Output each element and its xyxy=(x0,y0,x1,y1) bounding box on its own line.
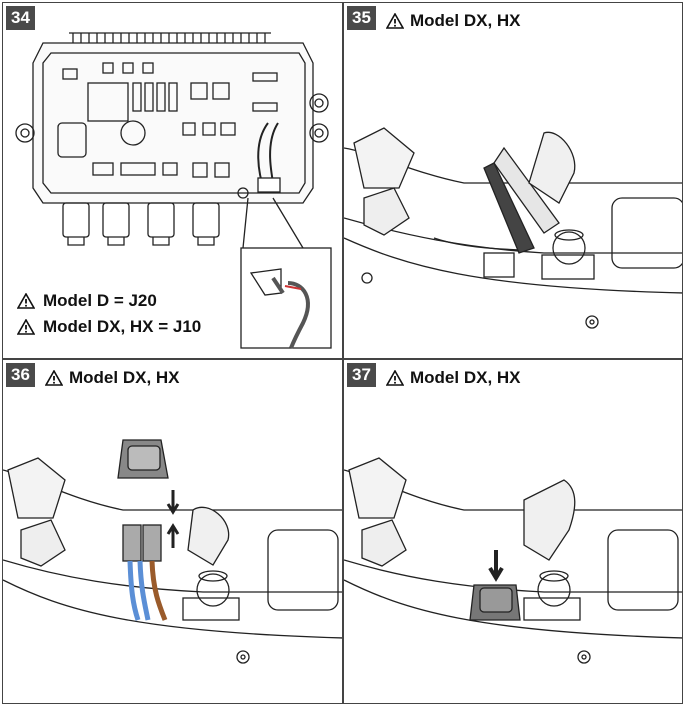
panel-step-35: 35 Model DX, HX xyxy=(343,2,683,359)
cut-opening-illustration xyxy=(344,127,682,329)
note-model-dx-hx: Model DX, HX = J10 xyxy=(17,314,201,340)
panel-step-37: 37 Model DX, HX xyxy=(343,359,683,704)
step-number: 37 xyxy=(347,363,376,387)
step-number: 36 xyxy=(6,363,35,387)
note-text: Model D = J20 xyxy=(43,291,157,310)
warning-triangle-icon xyxy=(17,293,35,309)
step-number: 35 xyxy=(347,6,376,30)
header-text: Model DX, HX xyxy=(410,368,521,387)
warning-triangle-icon xyxy=(17,319,35,335)
control-board-illustration xyxy=(15,32,332,349)
panel-step-34: 34 xyxy=(2,2,343,359)
warning-triangle-icon xyxy=(45,370,63,386)
panel-header: Model DX, HX xyxy=(386,368,521,388)
note-text: Model DX, HX = J10 xyxy=(43,317,202,336)
panel-header: Model DX, HX xyxy=(45,368,180,388)
switch-wiring-illustration xyxy=(3,439,342,664)
panel-header: Model DX, HX xyxy=(386,11,521,31)
note-model-d: Model D = J20 xyxy=(17,288,201,314)
model-connector-notes: Model D = J20 Model DX, HX = J10 xyxy=(17,288,201,340)
header-text: Model DX, HX xyxy=(410,11,521,30)
warning-triangle-icon xyxy=(386,370,404,386)
panel-step-36: 36 Model DX, HX xyxy=(2,359,343,704)
switch-installed-illustration xyxy=(344,457,682,664)
header-text: Model DX, HX xyxy=(69,368,180,387)
step-number: 34 xyxy=(6,6,35,30)
warning-triangle-icon xyxy=(386,13,404,29)
